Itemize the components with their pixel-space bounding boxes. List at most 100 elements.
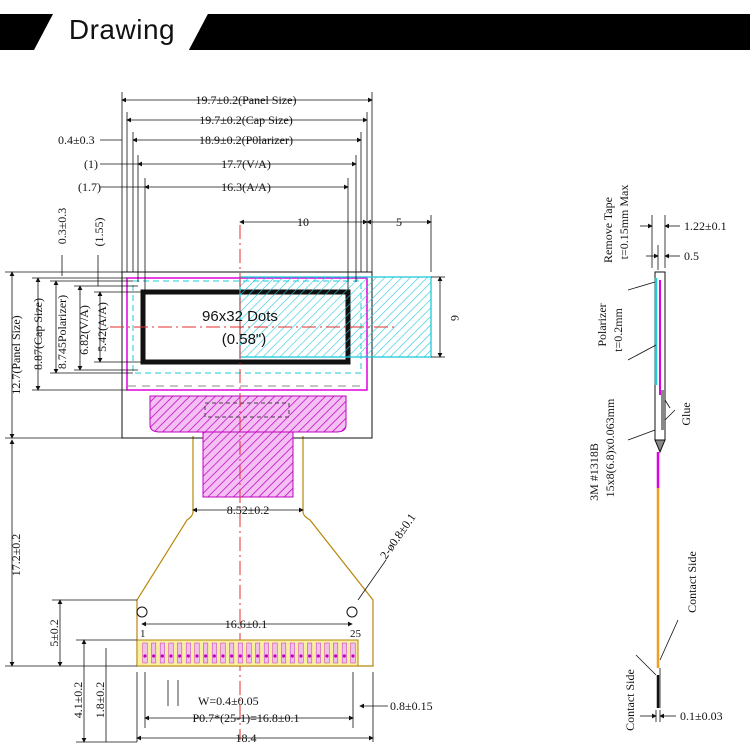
dim-aa: 16.3(A/A) bbox=[221, 180, 271, 194]
dim-41: 4.1±0.2 bbox=[71, 682, 85, 719]
contact-pad-via bbox=[290, 654, 294, 658]
dim-04: 0.4±0.3 bbox=[58, 133, 95, 147]
contact-pad bbox=[211, 642, 217, 664]
dim-lines-left bbox=[5, 255, 143, 743]
contact-pad bbox=[159, 642, 165, 664]
contact-pad-via bbox=[195, 654, 199, 658]
dim-va-h: 6.82(V/A) bbox=[77, 305, 91, 355]
remove-tape bbox=[239, 276, 432, 358]
dim-cap-h: 8.87(Cap Size) bbox=[31, 298, 45, 370]
display-label: 96x32 Dots bbox=[202, 308, 278, 325]
contact-pad bbox=[220, 642, 226, 664]
display-size: (0.58") bbox=[222, 331, 267, 348]
dim-pitch: P0.7*(25-1)=16.8±0.1 bbox=[192, 711, 299, 725]
contact-pad-via bbox=[299, 654, 303, 658]
dim-155: (1.55) bbox=[92, 218, 106, 247]
contact-pad-via bbox=[221, 654, 225, 658]
contact-pad-via bbox=[334, 654, 338, 658]
dim-va: 17.7(V/A) bbox=[221, 157, 271, 171]
contact-pad-via bbox=[230, 654, 234, 658]
contact-pad bbox=[246, 642, 252, 664]
contact-pad bbox=[341, 642, 347, 664]
dim-lines-fpc bbox=[136, 507, 388, 742]
polarizer-t: t=0.2mm bbox=[611, 307, 625, 351]
contact-pad-via bbox=[247, 654, 251, 658]
contact-pad-via bbox=[308, 654, 312, 658]
dim-lines-top bbox=[100, 92, 445, 358]
contact-pads bbox=[142, 642, 356, 664]
contact-pad-via bbox=[212, 654, 216, 658]
contact-pad-via bbox=[316, 654, 320, 658]
contact-pad bbox=[307, 642, 313, 664]
dim-pol-h: 8.745Polarizer) bbox=[55, 295, 69, 369]
hole-left bbox=[136, 606, 148, 618]
contact-pad bbox=[168, 642, 174, 664]
contact-pad-via bbox=[178, 654, 182, 658]
contact-pad-via bbox=[186, 654, 190, 658]
side-view bbox=[627, 215, 680, 722]
dim-10: 10 bbox=[297, 215, 309, 229]
contact-pad bbox=[203, 642, 209, 664]
contact-pad bbox=[151, 642, 157, 664]
contact-pad-via bbox=[273, 654, 277, 658]
contact-pad bbox=[194, 642, 200, 664]
dim-hole: 2-ø0.8±0.1 bbox=[377, 511, 419, 562]
contact-pad bbox=[272, 642, 278, 664]
pin-1-label: 1 bbox=[140, 628, 146, 640]
contact-pad bbox=[185, 642, 191, 664]
contact-pad bbox=[177, 642, 183, 664]
contact-pad bbox=[333, 642, 339, 664]
contact-pad-via bbox=[169, 654, 173, 658]
contact-pad-via bbox=[160, 654, 164, 658]
contact-pad-via bbox=[143, 654, 147, 658]
contact-pad bbox=[324, 642, 330, 664]
tape-3m-label: 3M #1318B bbox=[587, 443, 601, 501]
contact-pad-via bbox=[342, 654, 346, 658]
dim-1: (1) bbox=[84, 157, 98, 171]
dim-fpc-len: 17.2±0.2 bbox=[9, 534, 23, 577]
polarizer-label: Polarizer bbox=[595, 303, 609, 346]
dim-hole-span: 16.6±0.1 bbox=[225, 617, 268, 631]
contact-pad-via bbox=[351, 654, 355, 658]
side-thickness: 0.1±0.03 bbox=[680, 709, 723, 723]
dim-5-02: 5±0.2 bbox=[47, 619, 61, 647]
dim-t015: 0.8±0.15 bbox=[390, 699, 433, 713]
dim-18: 1.8±0.2 bbox=[93, 682, 107, 719]
dim-cap-size: 19.7±0.2(Cap Size) bbox=[199, 113, 293, 127]
contact-pad bbox=[237, 642, 243, 664]
contact-pad bbox=[315, 642, 321, 664]
dim-polarizer: 18.9±0.2(P0larizer) bbox=[199, 133, 293, 147]
dim-6: 6 bbox=[448, 315, 462, 321]
contact-pad bbox=[142, 642, 148, 664]
contact-pad-via bbox=[152, 654, 156, 658]
contact-side-right: Contact Side bbox=[685, 551, 699, 613]
contact-pad-via bbox=[282, 654, 286, 658]
dim-aa-h: 5.42(A/A) bbox=[95, 302, 109, 352]
dim-pin-w: W=0.4±0.05 bbox=[198, 694, 259, 708]
contact-pad bbox=[281, 642, 287, 664]
hole-right bbox=[346, 606, 358, 618]
contact-pad-via bbox=[204, 654, 208, 658]
glue-area bbox=[149, 395, 347, 433]
dim-17: (1.7) bbox=[78, 180, 101, 194]
tape-3m-size: 15x8(6.8)x0.063mm bbox=[603, 398, 617, 497]
dim-neck-w: 8.52±0.2 bbox=[227, 503, 270, 517]
contact-pad bbox=[298, 642, 304, 664]
contact-pad-via bbox=[264, 654, 268, 658]
glue-label: Glue bbox=[679, 402, 693, 425]
contact-pad bbox=[289, 642, 295, 664]
contact-pad-via bbox=[325, 654, 329, 658]
remove-tape-label: Remove Tape bbox=[601, 197, 615, 263]
contact-pad bbox=[350, 642, 356, 664]
header-title: Drawing bbox=[34, 10, 210, 50]
contact-pad-via bbox=[256, 654, 260, 658]
dim-5: 5 bbox=[396, 215, 402, 229]
dim-panel-h: 12.7(Panel Size) bbox=[9, 315, 23, 394]
pin-25-label: 25 bbox=[350, 628, 362, 640]
side-w122: 1.22±0.1 bbox=[684, 219, 727, 233]
contact-pad bbox=[263, 642, 269, 664]
dim-03: 0.3±0.3 bbox=[55, 208, 69, 245]
dim-total-w: 18.4 bbox=[236, 731, 257, 745]
fpc-neck bbox=[202, 431, 294, 498]
contact-side-left: Contact Side bbox=[623, 669, 637, 731]
